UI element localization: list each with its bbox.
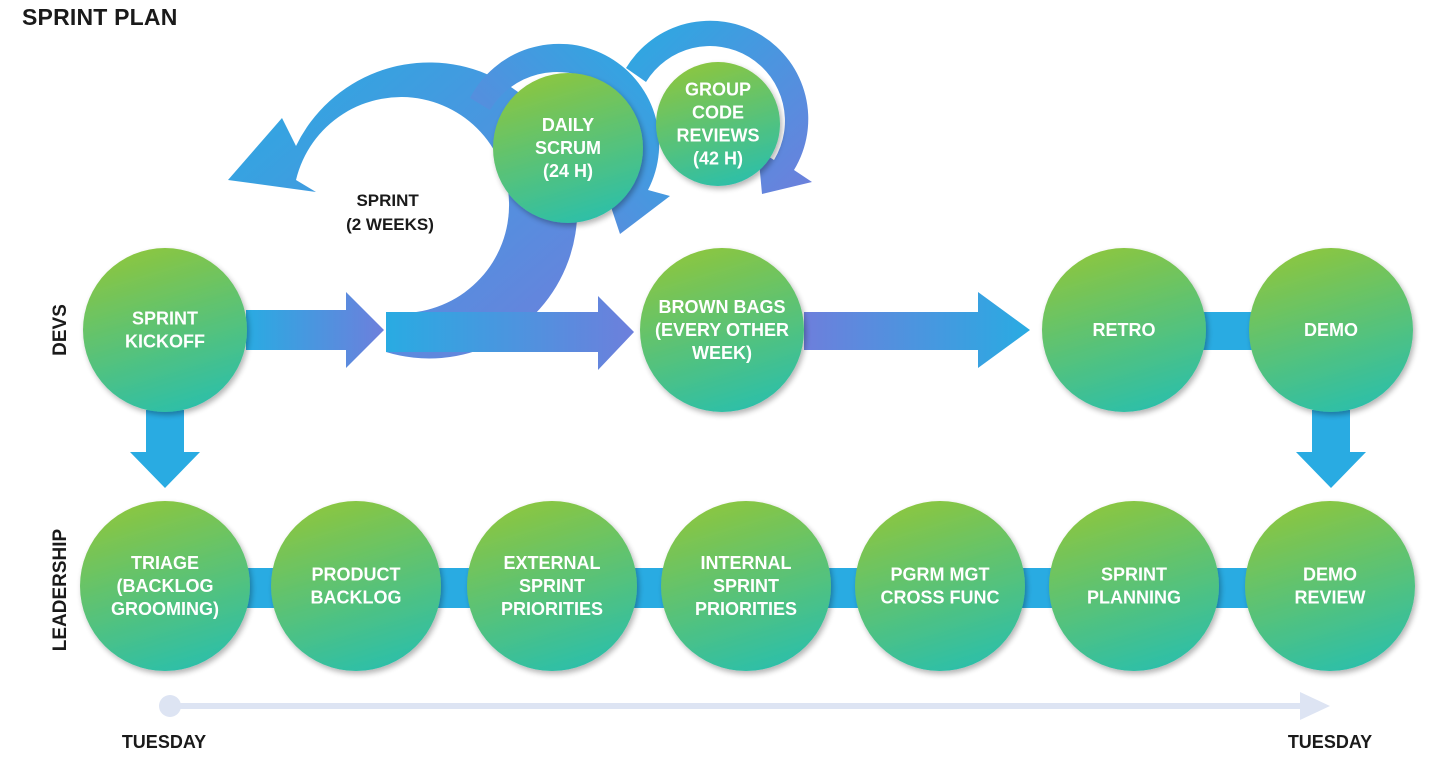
node-leadership-0-circle (80, 501, 250, 671)
node-demo-label: DEMO (1304, 320, 1358, 340)
daily-scrum-loop-arrow (470, 43, 670, 235)
node-sprint-kickoff-circle (83, 248, 247, 412)
node-demo: DEMO (1249, 248, 1413, 412)
sprint-duration-label: SPRINT (2 WEEKS) (346, 191, 434, 234)
lane-label-devs: DEVS (50, 304, 71, 356)
code-reviews-loop-arrow (626, 20, 812, 194)
node-leadership-2-circle (467, 501, 637, 671)
node-retro: RETRO (1042, 248, 1206, 412)
node-retro-label: RETRO (1093, 320, 1156, 340)
node-demo-circle (1249, 248, 1413, 412)
node-leadership-1-circle (271, 501, 441, 671)
node-leadership-4-circle (855, 501, 1025, 671)
arrow-sprint-to-brownbags (386, 296, 634, 370)
node-brown-bags-circle (640, 248, 804, 412)
arrow-kickoff-to-triage (130, 410, 200, 488)
timeline-start-dot (159, 695, 181, 717)
node-leadership-3-circle (661, 501, 831, 671)
timeline-start-label: TUESDAY (122, 732, 206, 752)
sprint-loop-arrow (228, 62, 578, 359)
lane-label-leadership: LEADERSHIP (50, 528, 71, 651)
node-daily-scrum-circle (493, 73, 643, 223)
page-title: SPRINT PLAN (22, 4, 178, 30)
node-group-code-reviews-circle (656, 62, 780, 186)
arrow-brownbags-to-retro (804, 292, 1030, 368)
timeline-arrowhead (1300, 692, 1330, 720)
node-leadership-6-circle (1245, 501, 1415, 671)
node-retro-circle (1042, 248, 1206, 412)
arrow-demo-to-demo-review (1296, 410, 1366, 488)
timeline-end-label: TUESDAY (1288, 732, 1372, 752)
node-leadership-5-circle (1049, 501, 1219, 671)
arrow-kickoff-to-sprint (246, 292, 384, 368)
